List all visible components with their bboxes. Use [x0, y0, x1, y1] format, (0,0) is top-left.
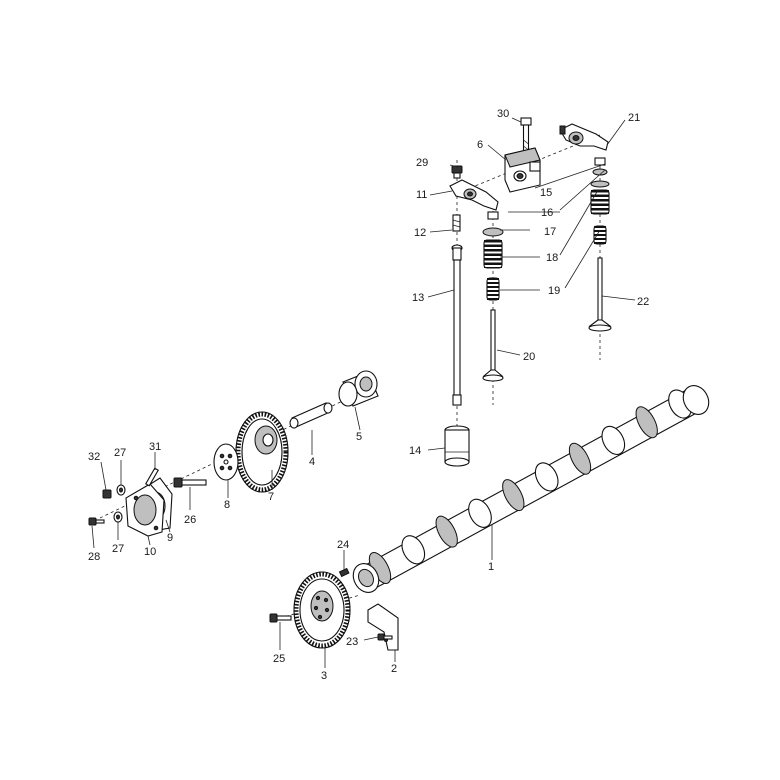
camshaft-journal [401, 535, 426, 565]
part-8-washer-plate [213, 443, 239, 481]
leader-lines [91, 117, 636, 668]
part-16-valve-cap [487, 211, 499, 220]
callout-13: 13 [412, 292, 424, 304]
callout-12: 12 [414, 227, 426, 239]
callout-27-lower: 27 [112, 543, 124, 555]
part-15-valve-cap-right [592, 157, 608, 176]
callout-21: 21 [628, 112, 640, 124]
callout-5: 5 [356, 431, 362, 443]
part-17-spring-retainer [482, 227, 504, 237]
callout-27-upper: 27 [114, 447, 126, 459]
callout-2: 2 [391, 663, 397, 675]
callout-32: 32 [88, 451, 100, 463]
part-6-rocker-bracket [504, 147, 541, 193]
part-27-washer-lower [113, 511, 123, 523]
part-19-inner-valve-spring [486, 277, 500, 301]
callout-29: 29 [416, 157, 428, 169]
camshaft-lobe [435, 515, 458, 548]
part-31-stud [145, 467, 159, 487]
callout-16: 16 [541, 207, 553, 219]
callout-labels: 1 2 3 4 5 6 7 8 9 10 11 12 13 14 15 16 1… [88, 108, 649, 682]
callout-18: 18 [546, 252, 558, 264]
callout-23: 23 [346, 636, 358, 648]
part-14-tappet [444, 425, 470, 467]
callout-8: 8 [224, 499, 230, 511]
part-29-nut [451, 165, 463, 179]
part-21-rocker-arm [559, 123, 609, 151]
camshaft-lobe [635, 406, 658, 439]
part-28-screw [88, 517, 105, 526]
part-32-nut [102, 489, 112, 499]
part-12-adjusting-screw [452, 214, 461, 232]
callout-20: 20 [523, 351, 535, 363]
part-24-dowel-pin [338, 567, 350, 578]
part-20-valve [482, 309, 504, 382]
part-7-idler-gear [235, 411, 289, 493]
part-13-push-rod [451, 244, 463, 406]
assembly-axes [99, 125, 601, 619]
camshaft-journal [468, 498, 492, 528]
part-23-screw [377, 633, 393, 641]
callout-31: 31 [149, 441, 161, 453]
part-30-bolt [520, 117, 532, 156]
camshaft-lobe [568, 442, 592, 475]
part-22-valve [588, 257, 612, 332]
callout-25: 25 [273, 653, 285, 665]
camshaft-lobe [502, 479, 525, 512]
callout-3: 3 [321, 670, 327, 682]
callout-19: 19 [548, 285, 560, 297]
callout-6: 6 [477, 139, 483, 151]
part-27-washer-upper [116, 484, 126, 496]
part-10-cover-plate [125, 483, 165, 537]
part-19-inner-valve-spring-right [593, 225, 607, 245]
callout-14: 14 [409, 445, 421, 457]
part-26-bolt [173, 477, 207, 488]
callout-4: 4 [309, 456, 315, 468]
part-1-camshaft [352, 385, 710, 593]
callout-9: 9 [167, 532, 173, 544]
callout-24: 24 [337, 539, 349, 551]
callout-10: 10 [144, 546, 156, 558]
part-11-rocker-arm [449, 179, 499, 211]
callout-30: 30 [497, 108, 509, 120]
part-25-bolt [269, 613, 292, 623]
callout-26: 26 [184, 514, 196, 526]
part-4-shaft [289, 402, 333, 429]
camshaft-journal [534, 462, 559, 492]
callout-7: 7 [268, 491, 274, 503]
callout-11: 11 [416, 189, 427, 201]
callout-28: 28 [88, 551, 100, 563]
part-3-camshaft-gear [293, 571, 351, 649]
camshaft-journal [601, 425, 626, 456]
part-18-outer-valve-spring [483, 239, 503, 269]
callout-15: 15 [540, 187, 552, 199]
part-5-bushing [338, 370, 379, 407]
part-18-outer-valve-spring-right [590, 180, 610, 215]
callout-17: 17 [544, 226, 556, 238]
callout-22: 22 [637, 296, 649, 308]
part-2-thrust-plate [367, 603, 399, 651]
callout-1: 1 [488, 561, 494, 573]
